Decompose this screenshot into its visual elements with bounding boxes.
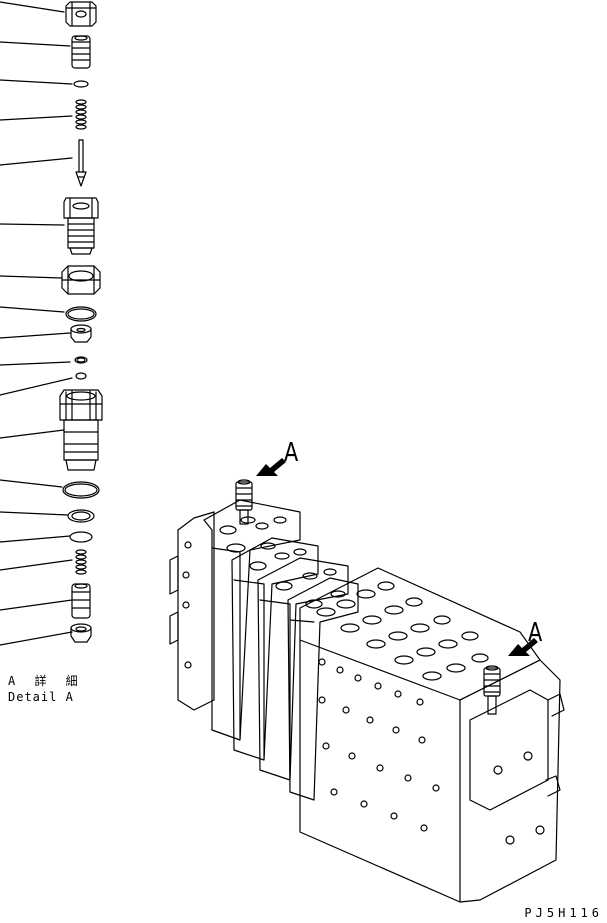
- detail-label-english: Detail A: [8, 690, 74, 704]
- o-ring-2: [69, 531, 93, 543]
- plug: [70, 324, 92, 343]
- cap-nut: [65, 1, 97, 27]
- drawing-code: PJ5H116: [524, 906, 603, 920]
- control-valve-assembly: [169, 499, 565, 903]
- view-marker-a-top: A: [284, 438, 299, 468]
- seat: [70, 623, 92, 643]
- small-ring: [75, 372, 87, 380]
- spring-seat-sleeve: [71, 35, 91, 69]
- view-arrow-1: [256, 458, 286, 476]
- coil-spring: [75, 99, 87, 130]
- backup-ring-2: [67, 509, 95, 523]
- poppet-needle: [75, 139, 87, 187]
- piston-sleeve: [71, 583, 91, 619]
- relief-valve-right: [483, 665, 501, 715]
- backup-ring: [74, 356, 88, 364]
- spring: [75, 549, 87, 575]
- lock-nut: [61, 265, 101, 295]
- view-marker-a-right: A: [528, 618, 543, 648]
- valve-body: [59, 389, 103, 471]
- small-o-ring: [73, 80, 89, 88]
- o-ring: [65, 306, 97, 322]
- large-o-ring: [62, 481, 100, 499]
- leader-lines: [0, 1, 73, 646]
- view-arrow-2: [508, 638, 538, 656]
- relief-valve-left: [235, 479, 253, 525]
- detail-label-japanese: A 詳 細: [8, 674, 84, 688]
- adjust-screw-body: [63, 197, 99, 255]
